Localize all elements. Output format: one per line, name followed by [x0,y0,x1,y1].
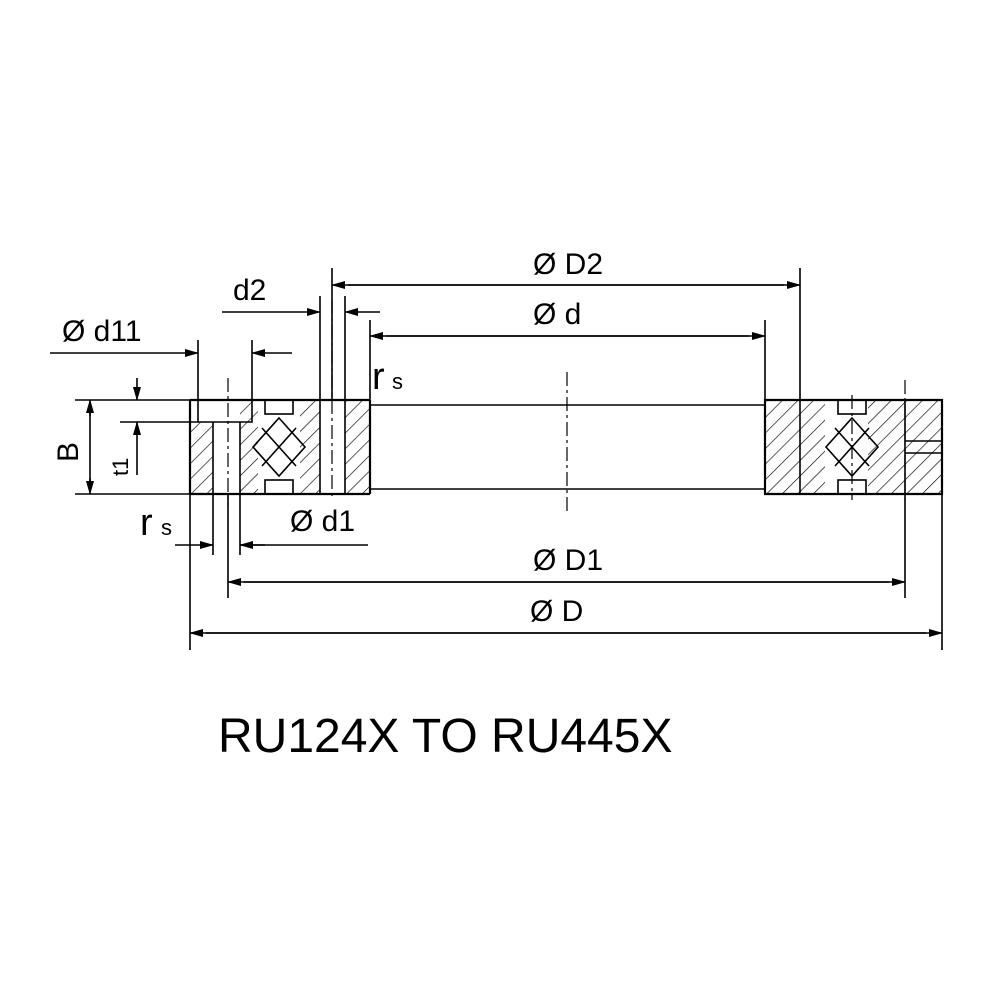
label-d1: Ø d1 [290,505,355,538]
label-D: Ø D [530,595,583,628]
dimension-labels: Ø D2 Ø d d2 Ø d11 r s B t1 r s Ø d1 Ø D1… [52,248,603,628]
label-D1: Ø D1 [533,544,603,577]
label-D2: Ø D2 [533,248,603,281]
label-B: B [52,442,85,462]
label-rs-top-s: s [392,369,403,394]
left-section [188,398,765,496]
label-rs-bottom-s: s [161,515,172,540]
label-rs-top-r: r [372,356,385,398]
dimension-lines [50,268,943,650]
drawing-title: RU124X TO RU445X [218,710,672,763]
label-t1: t1 [108,458,133,476]
label-d11: Ø d11 [62,315,142,348]
label-d2: d2 [233,274,266,307]
label-rs-bottom-r: r [140,502,153,544]
right-section [763,398,944,496]
label-d: Ø d [533,298,581,331]
